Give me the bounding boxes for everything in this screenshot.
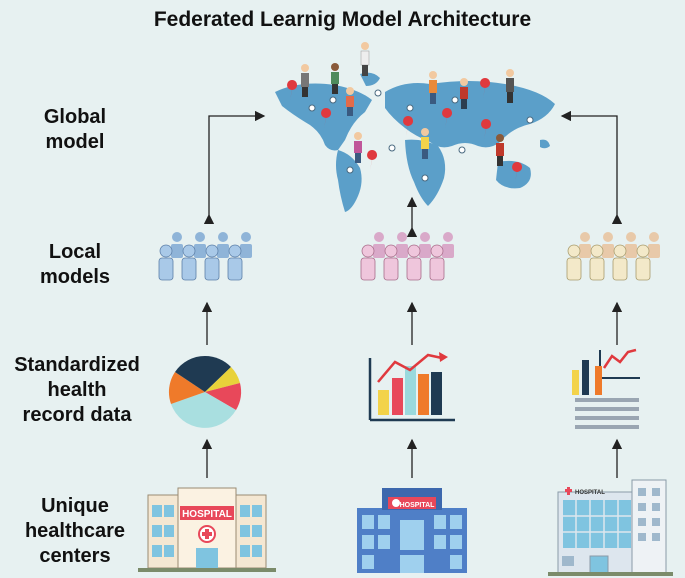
map-dots [308, 89, 534, 182]
label-data-line1: Standardized [14, 354, 140, 376]
person-figure [301, 64, 309, 97]
person-figure [496, 134, 504, 166]
person-figure [346, 87, 354, 116]
label-centers-line2: healthcare [24, 520, 126, 542]
label-local-line2: models [39, 266, 111, 288]
label-global-model: Global model [20, 105, 130, 155]
person-figure [360, 42, 370, 76]
map-pin-icon [442, 108, 453, 128]
center-to-data-arrows [201, 438, 623, 478]
label-global-line2: model [45, 131, 105, 153]
bar-chart-icon [368, 352, 455, 422]
map-pin-icon [512, 162, 523, 182]
person-figure [506, 69, 514, 103]
person-figure [429, 71, 437, 104]
data-to-local-arrows [201, 301, 623, 345]
map-pin-icon [367, 150, 378, 170]
label-healthcare-centers: Unique healthcare centers [15, 494, 135, 569]
label-data-line2: health [47, 379, 107, 401]
hospital-sign-right: HOSPITAL [575, 490, 605, 496]
left-uplink-arrow [203, 110, 266, 225]
report-chart-icon [572, 348, 640, 429]
map-pin-icon [481, 119, 492, 139]
hospital-building-icon: HOSPITAL [357, 488, 467, 573]
label-health-record-data: Standardized health record data [2, 353, 152, 428]
local-model-left [158, 232, 252, 281]
person-figure [354, 132, 362, 163]
person-figure [331, 63, 339, 94]
label-global-line1: Global [43, 106, 107, 128]
label-centers-line3: centers [39, 545, 111, 567]
map-pin-icon [287, 80, 298, 100]
hospital-building-icon: HOSPITAL [548, 479, 673, 576]
local-model-right [566, 232, 660, 281]
pie-chart-icon [168, 355, 242, 428]
right-uplink-arrow [560, 110, 623, 225]
hospital-sign-left: HOSPITAL [182, 509, 232, 520]
location-pins [287, 78, 523, 182]
diagram-title: Federated Learnig Model Architecture [153, 8, 532, 31]
global-local-connectors [203, 110, 623, 238]
hospital-sign-middle: HOSPITAL [400, 502, 436, 509]
map-pin-icon [321, 108, 332, 128]
label-centers-line1: Unique [41, 495, 109, 517]
person-figure [421, 128, 429, 159]
person-figure [460, 78, 468, 109]
label-local-models: Local models [20, 240, 130, 290]
label-local-line1: Local [48, 241, 102, 263]
hospital-building-icon: HOSPITAL [138, 487, 276, 572]
map-pin-icon [403, 116, 414, 136]
map-pin-icon [480, 78, 491, 98]
map-people-group [301, 42, 514, 166]
label-data-line3: record data [22, 404, 132, 426]
local-model-middle [360, 232, 454, 281]
